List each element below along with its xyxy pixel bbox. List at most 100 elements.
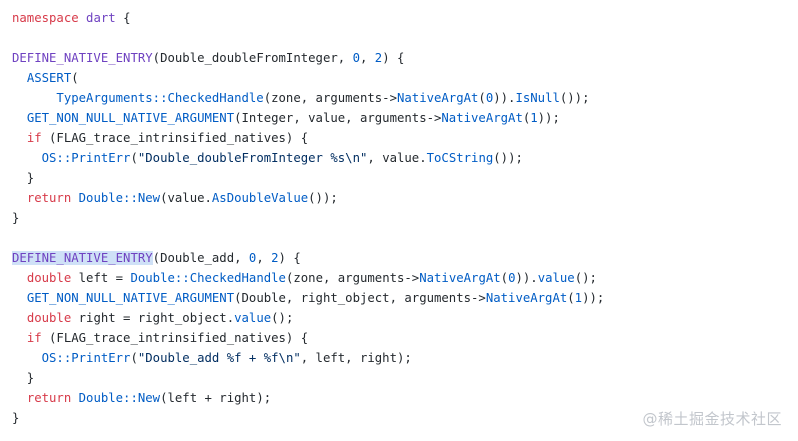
code-token: (Integer, value, arguments->: [234, 111, 442, 125]
code-token: ());: [559, 91, 590, 105]
code-block[interactable]: namespace dart { DEFINE_NATIVE_ENTRY(Dou…: [12, 8, 604, 428]
code-line: ASSERT(: [12, 68, 604, 88]
code-token: (FLAG_trace_intrinsified_natives) {: [41, 331, 309, 345]
code-token: (FLAG_trace_intrinsified_natives) {: [41, 131, 309, 145]
code-token: ();: [574, 271, 597, 285]
watermark: @稀土掘金技术社区: [642, 410, 782, 428]
code-token: [12, 111, 27, 125]
code-token: [12, 71, 27, 85]
code-token: , left, right);: [300, 351, 412, 365]
code-token: ));: [582, 291, 605, 305]
code-token: ());: [308, 191, 338, 205]
code-token: [12, 91, 56, 105]
code-token: TypeArguments::CheckedHandle: [56, 91, 264, 105]
code-token: return: [26, 191, 72, 205]
code-token: value: [234, 311, 272, 325]
code-token: if: [26, 131, 42, 145]
code-token: , value.: [367, 151, 427, 165]
code-line: GET_NON_NULL_NATIVE_ARGUMENT(Integer, va…: [12, 108, 604, 128]
code-token: NativeArgAt: [485, 291, 568, 305]
code-token: 0: [485, 91, 494, 105]
code-token: [79, 11, 86, 25]
code-token: double: [26, 271, 72, 285]
code-token: (: [567, 291, 575, 305]
code-token: (Double, right_object, arguments->: [234, 291, 486, 305]
code-line: }: [12, 168, 604, 188]
code-token: [71, 391, 78, 405]
code-line: return Double::New(value.AsDoubleValue()…: [12, 188, 604, 208]
code-token: }: [12, 411, 20, 425]
code-token: 1: [530, 111, 538, 125]
code-line: DEFINE_NATIVE_ENTRY(Double_add, 0, 2) {: [12, 248, 604, 268]
code-token: AsDoubleValue: [211, 191, 309, 205]
code-line: return Double::New(left + right);: [12, 388, 604, 408]
code-token: )).: [515, 271, 538, 285]
code-token: (zone, arguments->: [285, 271, 420, 285]
code-token: [12, 191, 27, 205]
code-token: dart: [86, 11, 116, 25]
code-token: 0: [248, 251, 257, 265]
code-token: "Double_add %f + %f\n": [137, 351, 301, 365]
code-token: (Double_doubleFromInteger,: [152, 51, 353, 65]
code-token: ());: [493, 151, 523, 165]
code-token: DEFINE_NATIVE_ENTRY: [12, 251, 153, 265]
code-token: 0: [508, 271, 516, 285]
code-token: ) {: [382, 51, 405, 65]
code-token: ,: [256, 251, 272, 265]
code-token: }: [12, 211, 20, 225]
code-token: value: [537, 271, 575, 285]
code-token: )).: [493, 91, 516, 105]
code-token: (: [478, 91, 486, 105]
code-token: ASSERT: [26, 71, 72, 85]
code-line: [12, 228, 604, 248]
code-token: double: [26, 311, 72, 325]
code-token: (: [500, 271, 509, 285]
code-token: Double::New: [78, 191, 161, 205]
code-line: double right = right_object.value();: [12, 308, 604, 328]
code-line: [12, 28, 604, 48]
code-token: DEFINE_NATIVE_ENTRY: [12, 51, 153, 65]
code-line: }: [12, 368, 604, 388]
code-line: OS::PrintErr("Double_add %f + %f\n", lef…: [12, 348, 604, 368]
code-line: TypeArguments::CheckedHandle(zone, argum…: [12, 88, 604, 108]
code-token: ();: [271, 311, 294, 325]
code-token: return: [26, 391, 72, 405]
code-token: [12, 271, 27, 285]
code-token: IsNull: [515, 91, 560, 105]
code-token: GET_NON_NULL_NATIVE_ARGUMENT: [26, 111, 235, 125]
code-token: GET_NON_NULL_NATIVE_ARGUMENT: [26, 291, 235, 305]
code-token: (: [130, 351, 138, 365]
code-token: (: [71, 71, 79, 85]
code-line: OS::PrintErr("Double_doubleFromInteger %…: [12, 148, 604, 168]
code-token: [71, 191, 78, 205]
code-token: [12, 391, 27, 405]
code-token: ));: [537, 111, 560, 125]
code-line: double left = Double::CheckedHandle(zone…: [12, 268, 604, 288]
code-token: (: [130, 151, 138, 165]
code-token: (zone, arguments->: [263, 91, 397, 105]
code-token: }: [12, 371, 35, 385]
code-token: 0: [352, 51, 360, 65]
code-token: ) {: [278, 251, 301, 265]
code-token: NativeArgAt: [441, 111, 523, 125]
code-token: [12, 291, 27, 305]
code-token: (left + right);: [160, 391, 272, 405]
code-token: (value.: [160, 191, 212, 205]
code-token: right = right_object.: [71, 311, 235, 325]
code-token: ToCString: [426, 151, 494, 165]
code-line: }: [12, 408, 604, 428]
code-token: [12, 311, 27, 325]
code-token: (Double_add,: [152, 251, 249, 265]
code-token: [12, 331, 27, 345]
code-line: if (FLAG_trace_intrinsified_natives) {: [12, 128, 604, 148]
code-line: GET_NON_NULL_NATIVE_ARGUMENT(Double, rig…: [12, 288, 604, 308]
code-token: {: [115, 11, 131, 25]
code-token: 1: [574, 291, 583, 305]
code-token: OS::PrintErr: [41, 151, 131, 165]
code-line: namespace dart {: [12, 8, 604, 28]
code-token: if: [26, 331, 42, 345]
code-token: [12, 131, 27, 145]
code-token: left =: [71, 271, 131, 285]
code-token: [12, 351, 42, 365]
code-line: if (FLAG_trace_intrinsified_natives) {: [12, 328, 604, 348]
